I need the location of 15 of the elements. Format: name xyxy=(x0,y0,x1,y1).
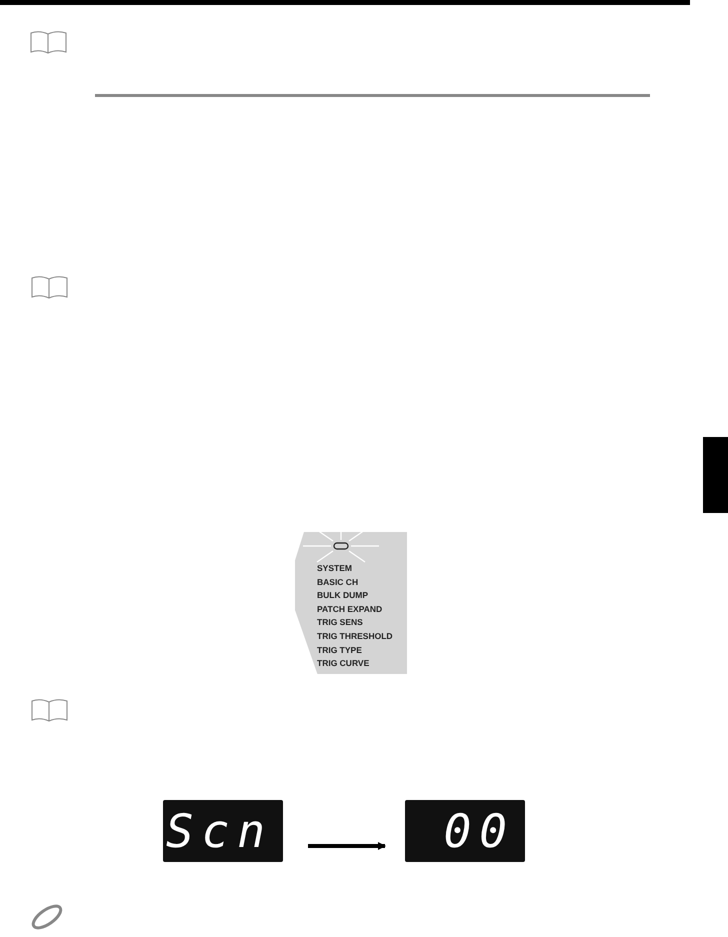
control-panel xyxy=(295,532,407,674)
parameter-label: PATCH EXPAND xyxy=(317,602,384,616)
arrow xyxy=(308,842,386,850)
parameter-label: BULK DUMP xyxy=(317,589,369,602)
led-display xyxy=(163,800,283,862)
parameter-label: TRIG SENS xyxy=(317,616,364,630)
display-readout: 00 xyxy=(444,808,515,854)
parameter-label: TRIG TYPE xyxy=(317,644,363,657)
parameter-label: SYSTEM xyxy=(317,562,353,575)
parameter-label: TRIG CURVE xyxy=(317,657,370,670)
led-display xyxy=(405,800,525,862)
display-readout: Scn xyxy=(166,808,273,854)
parameter-label: BASIC CH xyxy=(317,576,360,589)
side-tab xyxy=(703,437,728,513)
parameter-label: TRIG THRESHOLD xyxy=(317,630,393,643)
